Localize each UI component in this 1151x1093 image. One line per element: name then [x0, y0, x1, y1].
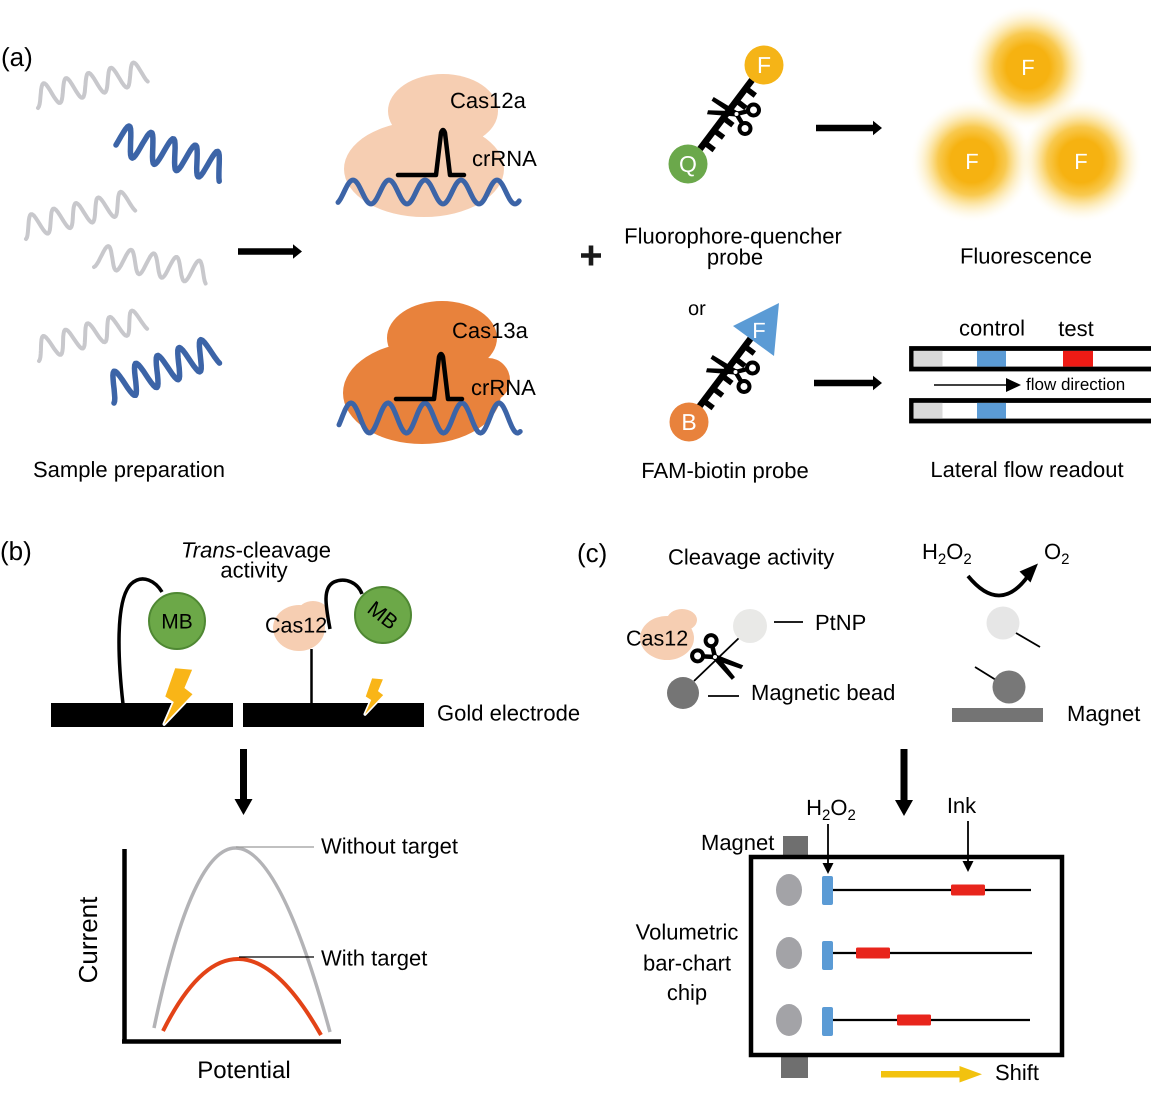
svg-text:(c): (c): [577, 538, 607, 568]
svg-text:Cas13a: Cas13a: [452, 318, 529, 343]
svg-text:F: F: [1021, 55, 1034, 80]
svg-text:Lateral flow readout: Lateral flow readout: [930, 457, 1123, 482]
svg-text:Ink: Ink: [947, 793, 977, 818]
svg-text:Magnet: Magnet: [1067, 701, 1140, 726]
svg-text:Magnet: Magnet: [701, 830, 774, 855]
svg-text:Cleavage activity: Cleavage activity: [668, 545, 834, 570]
svg-text:Sample preparation: Sample preparation: [33, 457, 225, 482]
svg-text:Gold electrode: Gold electrode: [437, 701, 580, 726]
svg-text:Potential: Potential: [197, 1057, 290, 1084]
svg-text:Fluorescence: Fluorescence: [960, 244, 1092, 269]
svg-text:PtNP: PtNP: [815, 610, 866, 635]
svg-text:Q: Q: [679, 151, 697, 177]
svg-text:chip: chip: [667, 980, 707, 1005]
svg-text:flow direction: flow direction: [1026, 375, 1125, 394]
svg-text:F: F: [757, 52, 771, 78]
svg-text:control: control: [959, 316, 1025, 341]
svg-text:Cas12: Cas12: [626, 627, 688, 651]
svg-text:crRNA: crRNA: [472, 146, 537, 171]
svg-text:Shift: Shift: [995, 1060, 1039, 1085]
svg-text:(a): (a): [1, 42, 33, 72]
svg-text:Cas12a: Cas12a: [450, 88, 527, 113]
svg-text:test: test: [1058, 316, 1093, 341]
svg-text:probe: probe: [707, 245, 763, 270]
svg-text:Current: Current: [73, 896, 103, 983]
svg-text:Without target: Without target: [321, 834, 458, 859]
svg-text:or: or: [688, 298, 706, 320]
svg-text:F: F: [965, 149, 978, 174]
svg-text:B: B: [681, 409, 696, 435]
svg-text:Magnetic bead: Magnetic bead: [751, 680, 895, 705]
svg-text:Cas12: Cas12: [265, 614, 327, 638]
svg-text:activity: activity: [220, 558, 287, 583]
svg-text:F: F: [752, 318, 765, 343]
svg-text:bar-chart: bar-chart: [643, 950, 731, 975]
svg-text:With target: With target: [321, 946, 427, 971]
svg-text:crRNA: crRNA: [471, 375, 536, 400]
svg-text:FAM-biotin probe: FAM-biotin probe: [641, 458, 809, 483]
svg-text:F: F: [1074, 149, 1087, 174]
svg-text:(b): (b): [0, 536, 32, 566]
svg-text:Volumetric: Volumetric: [636, 920, 739, 945]
svg-text:MB: MB: [161, 611, 193, 634]
